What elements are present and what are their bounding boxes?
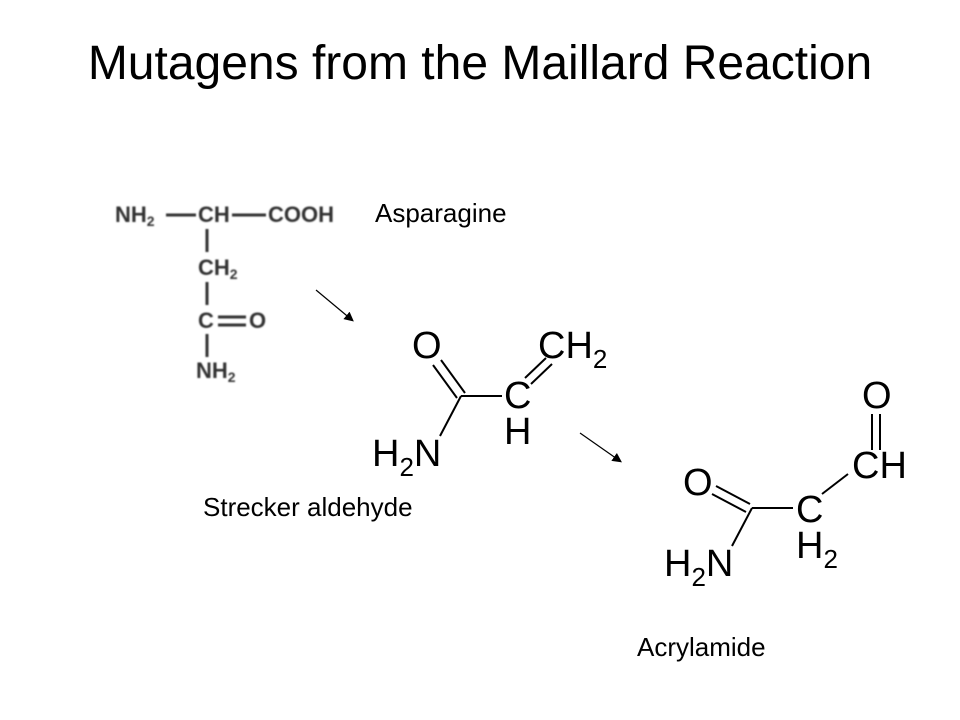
mid-double-bond-a: [432, 364, 458, 399]
right-o-left: O: [683, 462, 713, 504]
asp-ch2: CH2: [198, 255, 238, 282]
right-o-top: O: [862, 375, 892, 417]
asp-c: C: [198, 308, 214, 333]
asp-nh2-bottom: NH2: [196, 358, 236, 385]
mid-double-bond-b: [440, 359, 466, 394]
middle-structure: O C H CH2 H2N: [372, 325, 607, 482]
asp-ch: CH: [198, 202, 230, 227]
asp-nh2: NH2: [115, 202, 155, 229]
right-c: C: [796, 489, 823, 531]
mid-double-bond-c-a: [524, 357, 547, 379]
right-bond-ch: [821, 473, 849, 495]
asparagine-label: Asparagine: [375, 198, 507, 228]
asp-cooh: COOH: [268, 202, 334, 227]
right-bond-n: [731, 507, 753, 547]
right-double-bond-left-b: [711, 493, 747, 513]
reaction-arrow-1: [315, 289, 354, 322]
right-h2n: H2N: [664, 543, 733, 592]
acrylamide-label: Acrylamide: [637, 632, 766, 662]
strecker-aldehyde-label: Strecker aldehyde: [203, 492, 413, 522]
right-structure: O CH C H2 O H2N: [664, 375, 907, 592]
right-ch: CH: [852, 445, 907, 487]
asparagine-structure: NH2 CH COOH CH2 C O NH2: [115, 202, 334, 385]
mid-bond-n: [439, 395, 462, 437]
mid-c: C: [504, 375, 531, 417]
mid-ch2: CH2: [538, 325, 607, 374]
mid-o: O: [412, 325, 442, 367]
slide-title: Mutagens from the Maillard Reaction: [87, 37, 873, 90]
reaction-arrow-2: [579, 432, 622, 463]
mid-double-bond-c-b: [530, 363, 553, 385]
right-double-bond-left-a: [715, 485, 751, 505]
asp-o: O: [249, 308, 266, 333]
mid-h: H: [504, 411, 531, 453]
right-h2: H2: [796, 525, 838, 574]
mid-h2n: H2N: [372, 433, 441, 482]
